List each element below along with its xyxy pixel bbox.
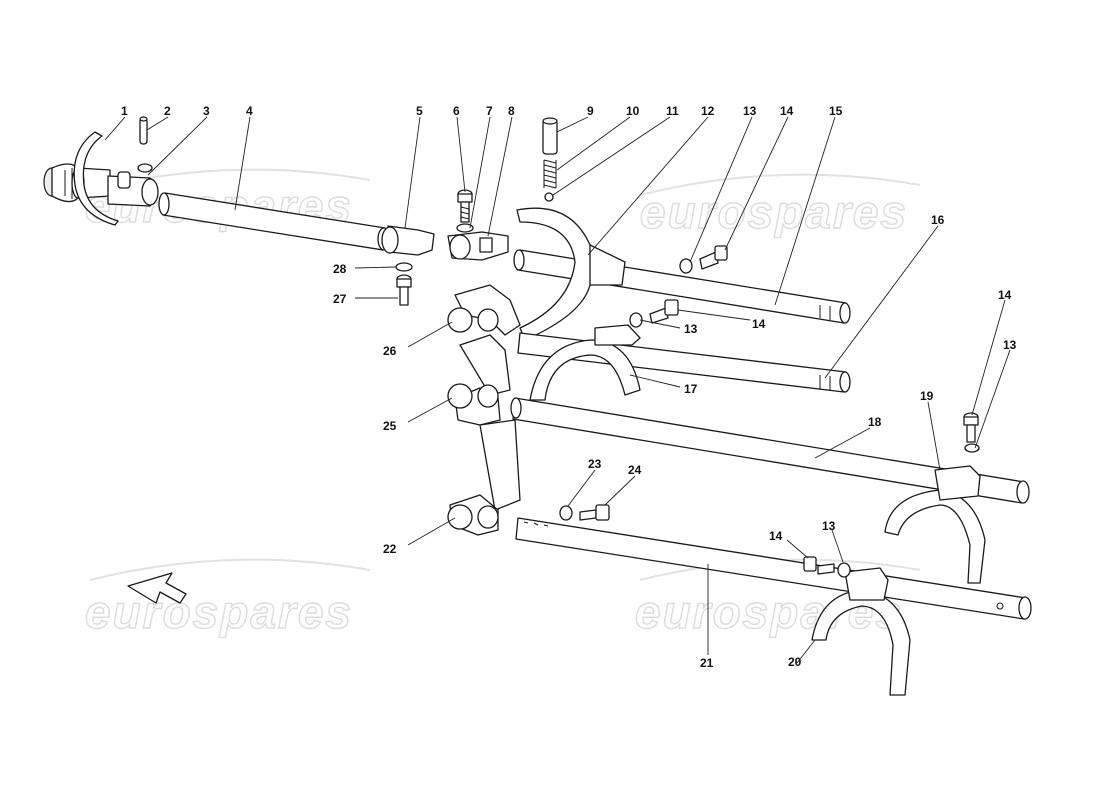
part-28-washer — [395, 262, 413, 272]
part-26-bracket-boss — [447, 307, 473, 333]
part-13-washer — [964, 443, 980, 453]
part-3-universal-joint — [107, 163, 159, 207]
callout-13: 13 — [684, 322, 698, 336]
callout-22: 22 — [383, 542, 397, 556]
callout-21: 21 — [700, 656, 714, 670]
part-11-detent-ball — [544, 192, 554, 202]
callout-26: 26 — [383, 344, 397, 358]
callout-13: 13 — [1003, 338, 1017, 352]
watermark-swoosh — [639, 173, 921, 196]
callout-13: 13 — [743, 104, 757, 118]
part-25-bracket-boss — [447, 383, 473, 409]
part-14-bolt — [963, 412, 979, 443]
callout-28: 28 — [333, 262, 347, 276]
part-19-selector-fork — [884, 465, 986, 584]
callout-23: 23 — [588, 457, 602, 471]
selector-bracket-assembly — [447, 284, 521, 536]
part-14-bolt — [803, 556, 835, 575]
part-27-bolt — [396, 274, 412, 306]
part-6-bolt — [457, 189, 473, 223]
callout-5: 5 — [416, 104, 423, 118]
part-14-bolt — [649, 299, 679, 324]
part-2-pin — [139, 116, 148, 145]
part-14-bolt — [699, 245, 728, 270]
watermark-top-right: eurospares — [640, 186, 908, 238]
leader-lines — [104, 116, 1011, 664]
callout-14: 14 — [769, 529, 783, 543]
callout-19: 19 — [920, 389, 934, 403]
part-23-washer — [559, 505, 573, 521]
watermark-swoosh — [89, 558, 371, 581]
callout-13: 13 — [822, 519, 836, 533]
callout-25: 25 — [383, 419, 397, 433]
callout-27: 27 — [333, 292, 347, 306]
callout-6: 6 — [453, 104, 460, 118]
part-13-washer — [837, 562, 851, 578]
part-10-detent-spring — [543, 159, 557, 189]
callout-4: 4 — [246, 104, 253, 118]
callout-10: 10 — [626, 104, 640, 118]
callout-14: 14 — [752, 317, 766, 331]
callout-9: 9 — [587, 104, 594, 118]
part-18-selector-rod — [510, 397, 1030, 504]
callout-18: 18 — [868, 415, 882, 429]
callout-20: 20 — [788, 655, 802, 669]
callout-8: 8 — [508, 104, 515, 118]
callout-3: 3 — [203, 104, 210, 118]
part-17-selector-fork — [529, 324, 641, 401]
part-20-selector-fork — [811, 567, 911, 696]
callout-11: 11 — [666, 104, 679, 118]
part-13-washer — [679, 258, 693, 274]
callout-16: 16 — [931, 213, 945, 227]
callout-24: 24 — [628, 463, 642, 477]
callout-2: 2 — [164, 104, 171, 118]
callout-15: 15 — [829, 104, 843, 118]
part-9-detent-plug — [542, 117, 558, 155]
callout-labels: 1 2 3 4 5 6 7 8 9 10 11 12 13 14 15 16 1… — [121, 104, 1017, 670]
callout-14: 14 — [998, 288, 1012, 302]
callout-17: 17 — [684, 382, 698, 396]
part-22-bracket-boss — [447, 504, 473, 530]
watermark-bottom-left: eurospares — [85, 586, 353, 638]
callout-1: 1 — [121, 104, 128, 118]
part-7-washer — [456, 223, 474, 233]
callout-14: 14 — [780, 104, 794, 118]
part-24-bolt — [579, 504, 610, 521]
callout-7: 7 — [486, 104, 493, 118]
direction-arrow — [127, 572, 187, 604]
part-5-collar — [381, 225, 435, 256]
part-8-clamp — [447, 231, 509, 261]
callout-12: 12 — [701, 104, 715, 118]
